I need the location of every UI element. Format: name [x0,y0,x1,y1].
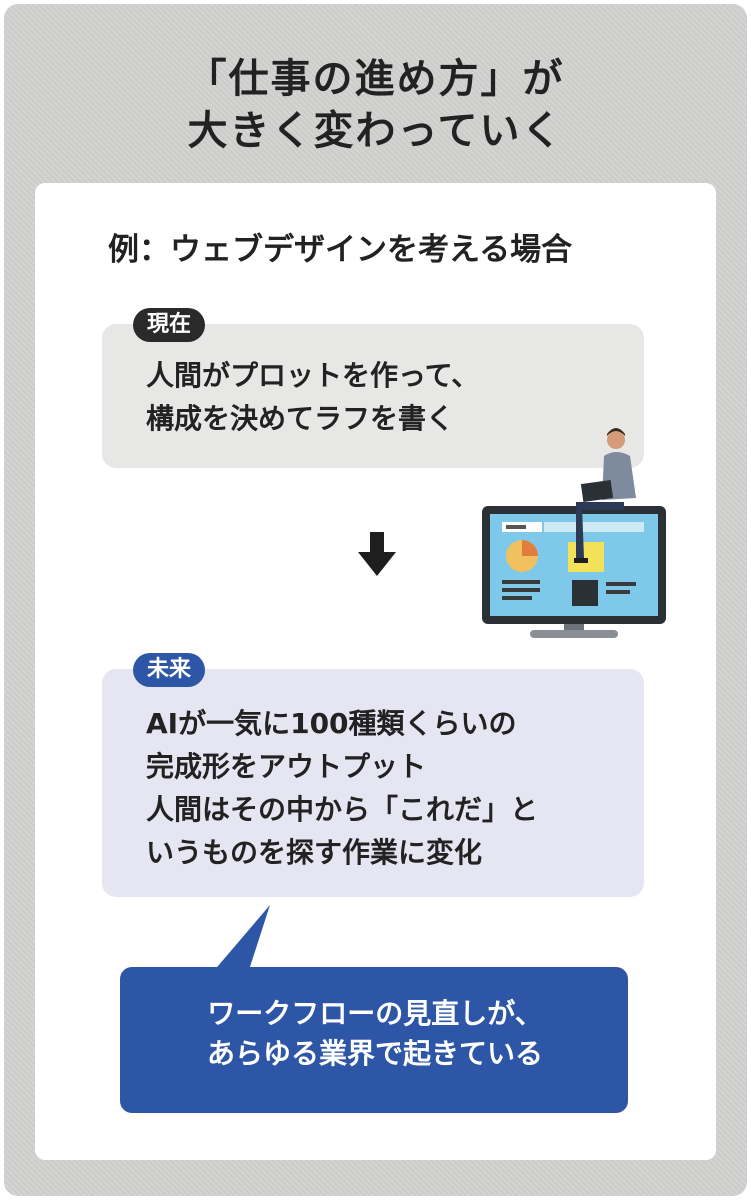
future-badge: 未来 [133,653,206,687]
future-line-2: 完成形をアウトプット [146,750,427,783]
future-line-4: いうものを探す作業に変化 [146,836,483,869]
down-arrow-icon [358,532,396,576]
present-badge: 現在 [133,308,206,342]
present-line-1: 人間がプロットを作って、 [146,359,480,392]
future-line-1: AIが一気に100種類くらいの [146,707,517,740]
example-heading: 例：ウェブデザインを考える場合 [108,232,573,268]
title-line-1: 「仕事の進め方」が [186,56,565,102]
present-line-2: 構成を決めてラフを書く [146,402,455,435]
person-on-monitor-illustration [482,428,666,638]
callout-bubble [120,905,628,1113]
future-text: AIが一気に100種類くらいの 完成形をアウトプット 人間はその中から「これだ」… [146,702,538,874]
callout-line-2: あらゆる業界で起きている [206,1037,543,1070]
callout-text: ワークフローの見直しが、 あらゆる業界で起きている [124,994,626,1074]
callout-line-1: ワークフローの見直しが、 [207,997,543,1030]
present-text: 人間がプロットを作って、 構成を決めてラフを書く [146,354,479,440]
present-box [102,324,644,468]
future-line-3: 人間はその中から「これだ」と [146,793,539,826]
future-box [102,669,644,897]
title-line-2: 大きく変わっていく [187,108,564,154]
